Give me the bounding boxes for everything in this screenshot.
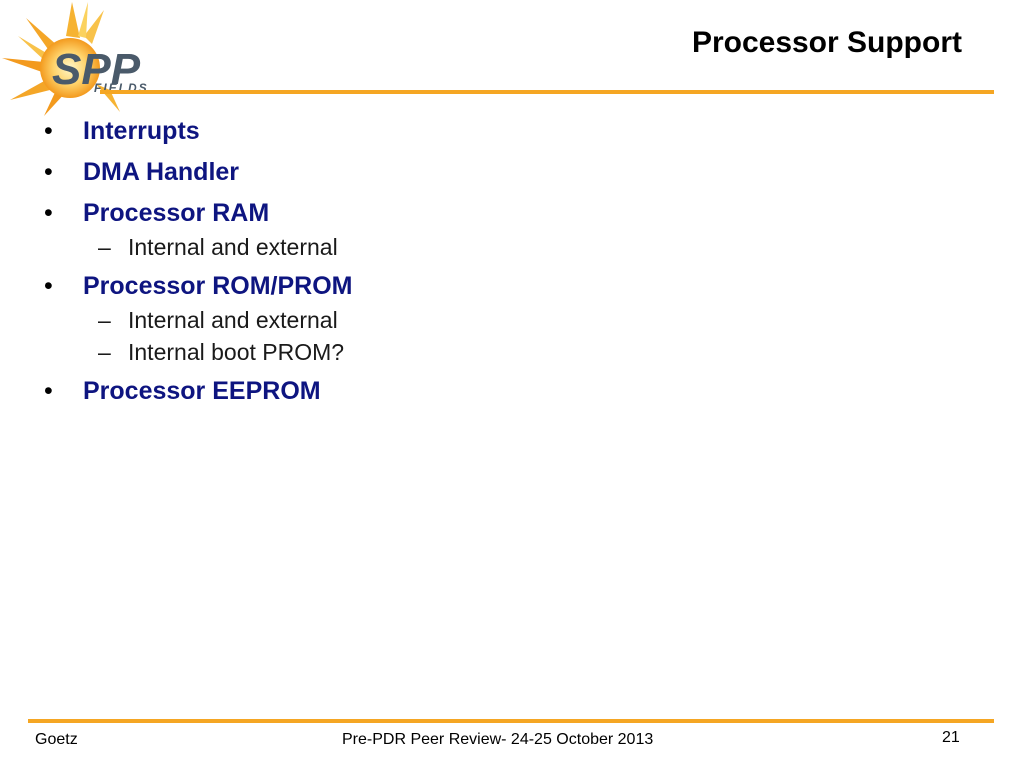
sub-bullet-item: – Internal and external — [44, 234, 944, 260]
bullet-label: Processor EEPROM — [83, 377, 321, 405]
slide-title: Processor Support — [691, 26, 962, 59]
sub-bullet-dash: – — [98, 234, 111, 260]
sub-bullet-item: – Internal boot PROM? — [44, 339, 944, 365]
footer-divider — [28, 719, 994, 723]
sub-bullet-dash: – — [98, 307, 111, 333]
sun-icon — [2, 2, 120, 116]
sub-bullet-dash: – — [98, 339, 111, 365]
bullet-dot: • — [44, 377, 53, 405]
title-divider — [100, 90, 994, 94]
bullet-label: Processor RAM — [83, 199, 270, 227]
sub-bullet-label: Internal and external — [128, 307, 338, 333]
logo-wordmark: SPP FIELDS — [52, 45, 147, 95]
page-number: 21 — [942, 729, 960, 746]
sub-bullet-label: Internal boot PROM? — [128, 339, 345, 365]
bullet-item: • DMA Handler — [44, 157, 944, 187]
bullet-item: • Processor ROM/PROM — [44, 271, 944, 301]
bullet-dot: • — [44, 117, 53, 145]
bullet-dot: • — [44, 272, 53, 300]
bullet-label: DMA Handler — [83, 158, 240, 186]
bullet-list: • Interrupts • DMA Handler • Processor R… — [44, 116, 944, 417]
bullet-dot: • — [44, 199, 53, 227]
bullet-label: Processor ROM/PROM — [83, 272, 353, 300]
bullet-label: Interrupts — [83, 117, 200, 145]
sub-bullet-label: Internal and external — [128, 234, 338, 260]
bullet-item: • Interrupts — [44, 116, 944, 146]
svg-text:SPP: SPP — [52, 45, 141, 94]
sub-bullet-item: – Internal and external — [44, 307, 944, 333]
bullet-item: • Processor EEPROM — [44, 376, 944, 406]
bullet-dot: • — [44, 158, 53, 186]
bullet-item: • Processor RAM — [44, 198, 944, 228]
footer-event: Pre-PDR Peer Review- 24-25 October 2013 — [342, 731, 654, 748]
footer-author: Goetz — [35, 731, 78, 748]
spp-fields-logo: SPP FIELDS — [2, 2, 147, 116]
